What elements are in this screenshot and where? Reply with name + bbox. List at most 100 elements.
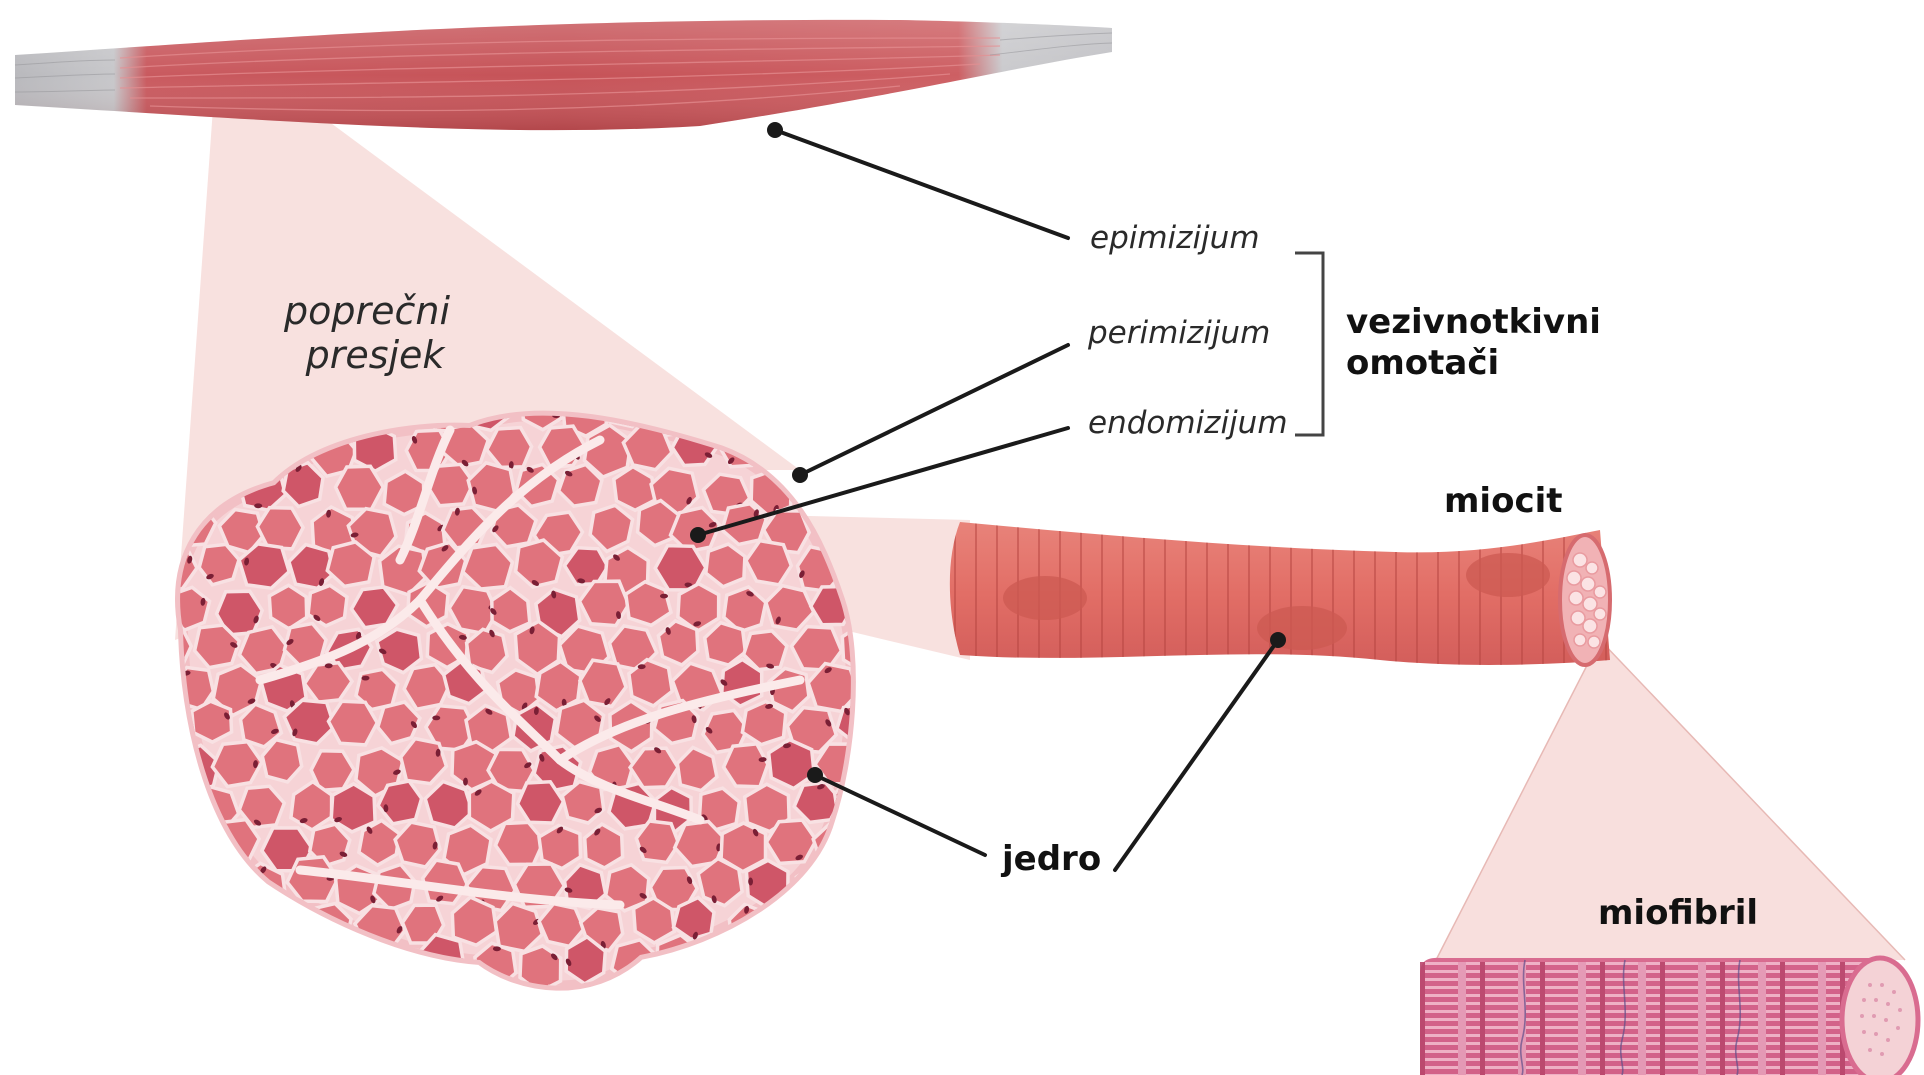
muscle-cell xyxy=(266,976,310,1027)
muscle-cell xyxy=(144,783,194,826)
cell-nucleus xyxy=(775,980,784,987)
cell-nucleus xyxy=(179,714,187,723)
cell-nucleus xyxy=(428,1012,437,1021)
muscle-cell xyxy=(236,943,281,983)
cell-nucleus xyxy=(252,1008,261,1017)
muscle-cell xyxy=(168,827,216,876)
muscle-cell xyxy=(217,902,258,943)
cross-section-label: poprečni presjek xyxy=(284,290,450,377)
nucleus-label: jedro xyxy=(1002,840,1101,879)
muscle-cell xyxy=(218,985,260,1030)
connective-sheaths-line1: vezivnotkivni xyxy=(1346,302,1601,343)
cell-nucleus xyxy=(413,959,422,968)
muscle-cell xyxy=(589,981,635,1026)
muscle-cell xyxy=(149,863,193,910)
muscle-cell xyxy=(701,944,744,990)
cell-nucleus xyxy=(848,935,856,944)
muscle-cell xyxy=(858,897,905,943)
muscle-cell xyxy=(494,984,541,1030)
myofibril-label: miofibril xyxy=(1598,894,1758,933)
muscle-cell xyxy=(769,906,815,951)
cell-nucleus xyxy=(195,808,204,817)
cell-nucleus xyxy=(302,914,310,919)
cell-nucleus xyxy=(782,984,789,993)
perimysium-label: perimizijum xyxy=(1088,316,1270,352)
muscle-cell xyxy=(191,940,235,981)
myofibril-bundle xyxy=(1420,958,1918,1075)
muscle-cell xyxy=(771,983,817,1026)
muscle-cell xyxy=(864,824,905,868)
cell-nucleus xyxy=(660,594,668,599)
cell-nucleus xyxy=(208,929,213,937)
muscle-cell xyxy=(747,388,795,432)
muscle-cell xyxy=(171,984,213,1032)
muscle-cell xyxy=(150,389,190,432)
muscle-cell xyxy=(724,744,768,787)
muscle-cell xyxy=(816,979,859,1021)
muscle-cell xyxy=(192,701,232,742)
cell-nucleus xyxy=(365,967,374,976)
cell-nucleus xyxy=(439,973,448,982)
muscle-cell xyxy=(404,979,451,1021)
muscle-cell xyxy=(329,701,378,745)
connective-sheaths-label: vezivnotkivni omotači xyxy=(1346,302,1601,385)
cell-nucleus xyxy=(181,753,189,759)
muscle-cell xyxy=(356,983,399,1022)
epimysium-label: epimizijum xyxy=(1090,221,1260,257)
muscle-cell xyxy=(863,660,907,704)
muscle-cell xyxy=(815,901,866,946)
cell-nucleus xyxy=(816,942,825,951)
cell-nucleus xyxy=(890,1011,898,1020)
muscle-cell xyxy=(537,986,580,1025)
muscle-cell xyxy=(284,943,329,984)
muscle-cell xyxy=(626,582,671,626)
cell-nucleus xyxy=(877,780,886,789)
cell-nucleus xyxy=(790,424,799,433)
cross-section-label-line1: poprečni xyxy=(284,290,450,334)
cell-nucleus xyxy=(379,1013,388,1022)
muscle-cell xyxy=(332,945,373,990)
muscle-cell xyxy=(257,508,303,549)
cell-nucleus xyxy=(786,402,792,411)
cell-nucleus xyxy=(874,461,881,470)
connective-sheath-bracket xyxy=(1295,253,1323,435)
whole-muscle xyxy=(15,20,1112,130)
cell-nucleus xyxy=(176,868,185,877)
cell-nucleus xyxy=(865,418,873,427)
myocyte-label: miocit xyxy=(1444,482,1563,521)
cell-nucleus xyxy=(335,936,342,945)
cell-nucleus xyxy=(706,988,714,997)
cell-nucleus xyxy=(893,830,901,839)
muscle-cell xyxy=(833,939,877,984)
cross-section-label-line2: presjek xyxy=(284,334,450,378)
cell-nucleus xyxy=(864,466,873,472)
muscle-cell xyxy=(636,821,679,862)
cell-nucleus xyxy=(314,987,321,996)
muscle-cell xyxy=(744,944,791,994)
muscle-cell xyxy=(192,860,232,906)
cell-nucleus xyxy=(172,856,181,864)
muscle-cell xyxy=(836,858,878,903)
muscle-cell xyxy=(174,900,217,946)
muscle-cell xyxy=(865,748,906,790)
muscle-cell xyxy=(793,384,837,433)
muscle-cell xyxy=(626,978,673,1026)
muscle-cell xyxy=(308,585,347,626)
endomysium-label: endomizijum xyxy=(1088,406,1288,442)
cell-nucleus xyxy=(254,503,262,508)
muscle-cell xyxy=(148,704,188,744)
cell-nucleus xyxy=(168,947,174,955)
muscle-cell xyxy=(336,466,384,509)
cell-nucleus xyxy=(638,1014,644,1023)
muscle-cell xyxy=(742,702,785,745)
cell-nucleus xyxy=(226,852,235,861)
cell-nucleus xyxy=(770,920,779,929)
cell-nucleus xyxy=(900,679,905,687)
muscle-cell xyxy=(863,977,903,1024)
cell-nucleus xyxy=(703,974,711,979)
muscle-cell xyxy=(671,981,721,1029)
muscle-cell xyxy=(788,940,834,983)
cell-nucleus xyxy=(196,1021,204,1026)
connective-sheaths-line2: omotači xyxy=(1346,343,1601,384)
